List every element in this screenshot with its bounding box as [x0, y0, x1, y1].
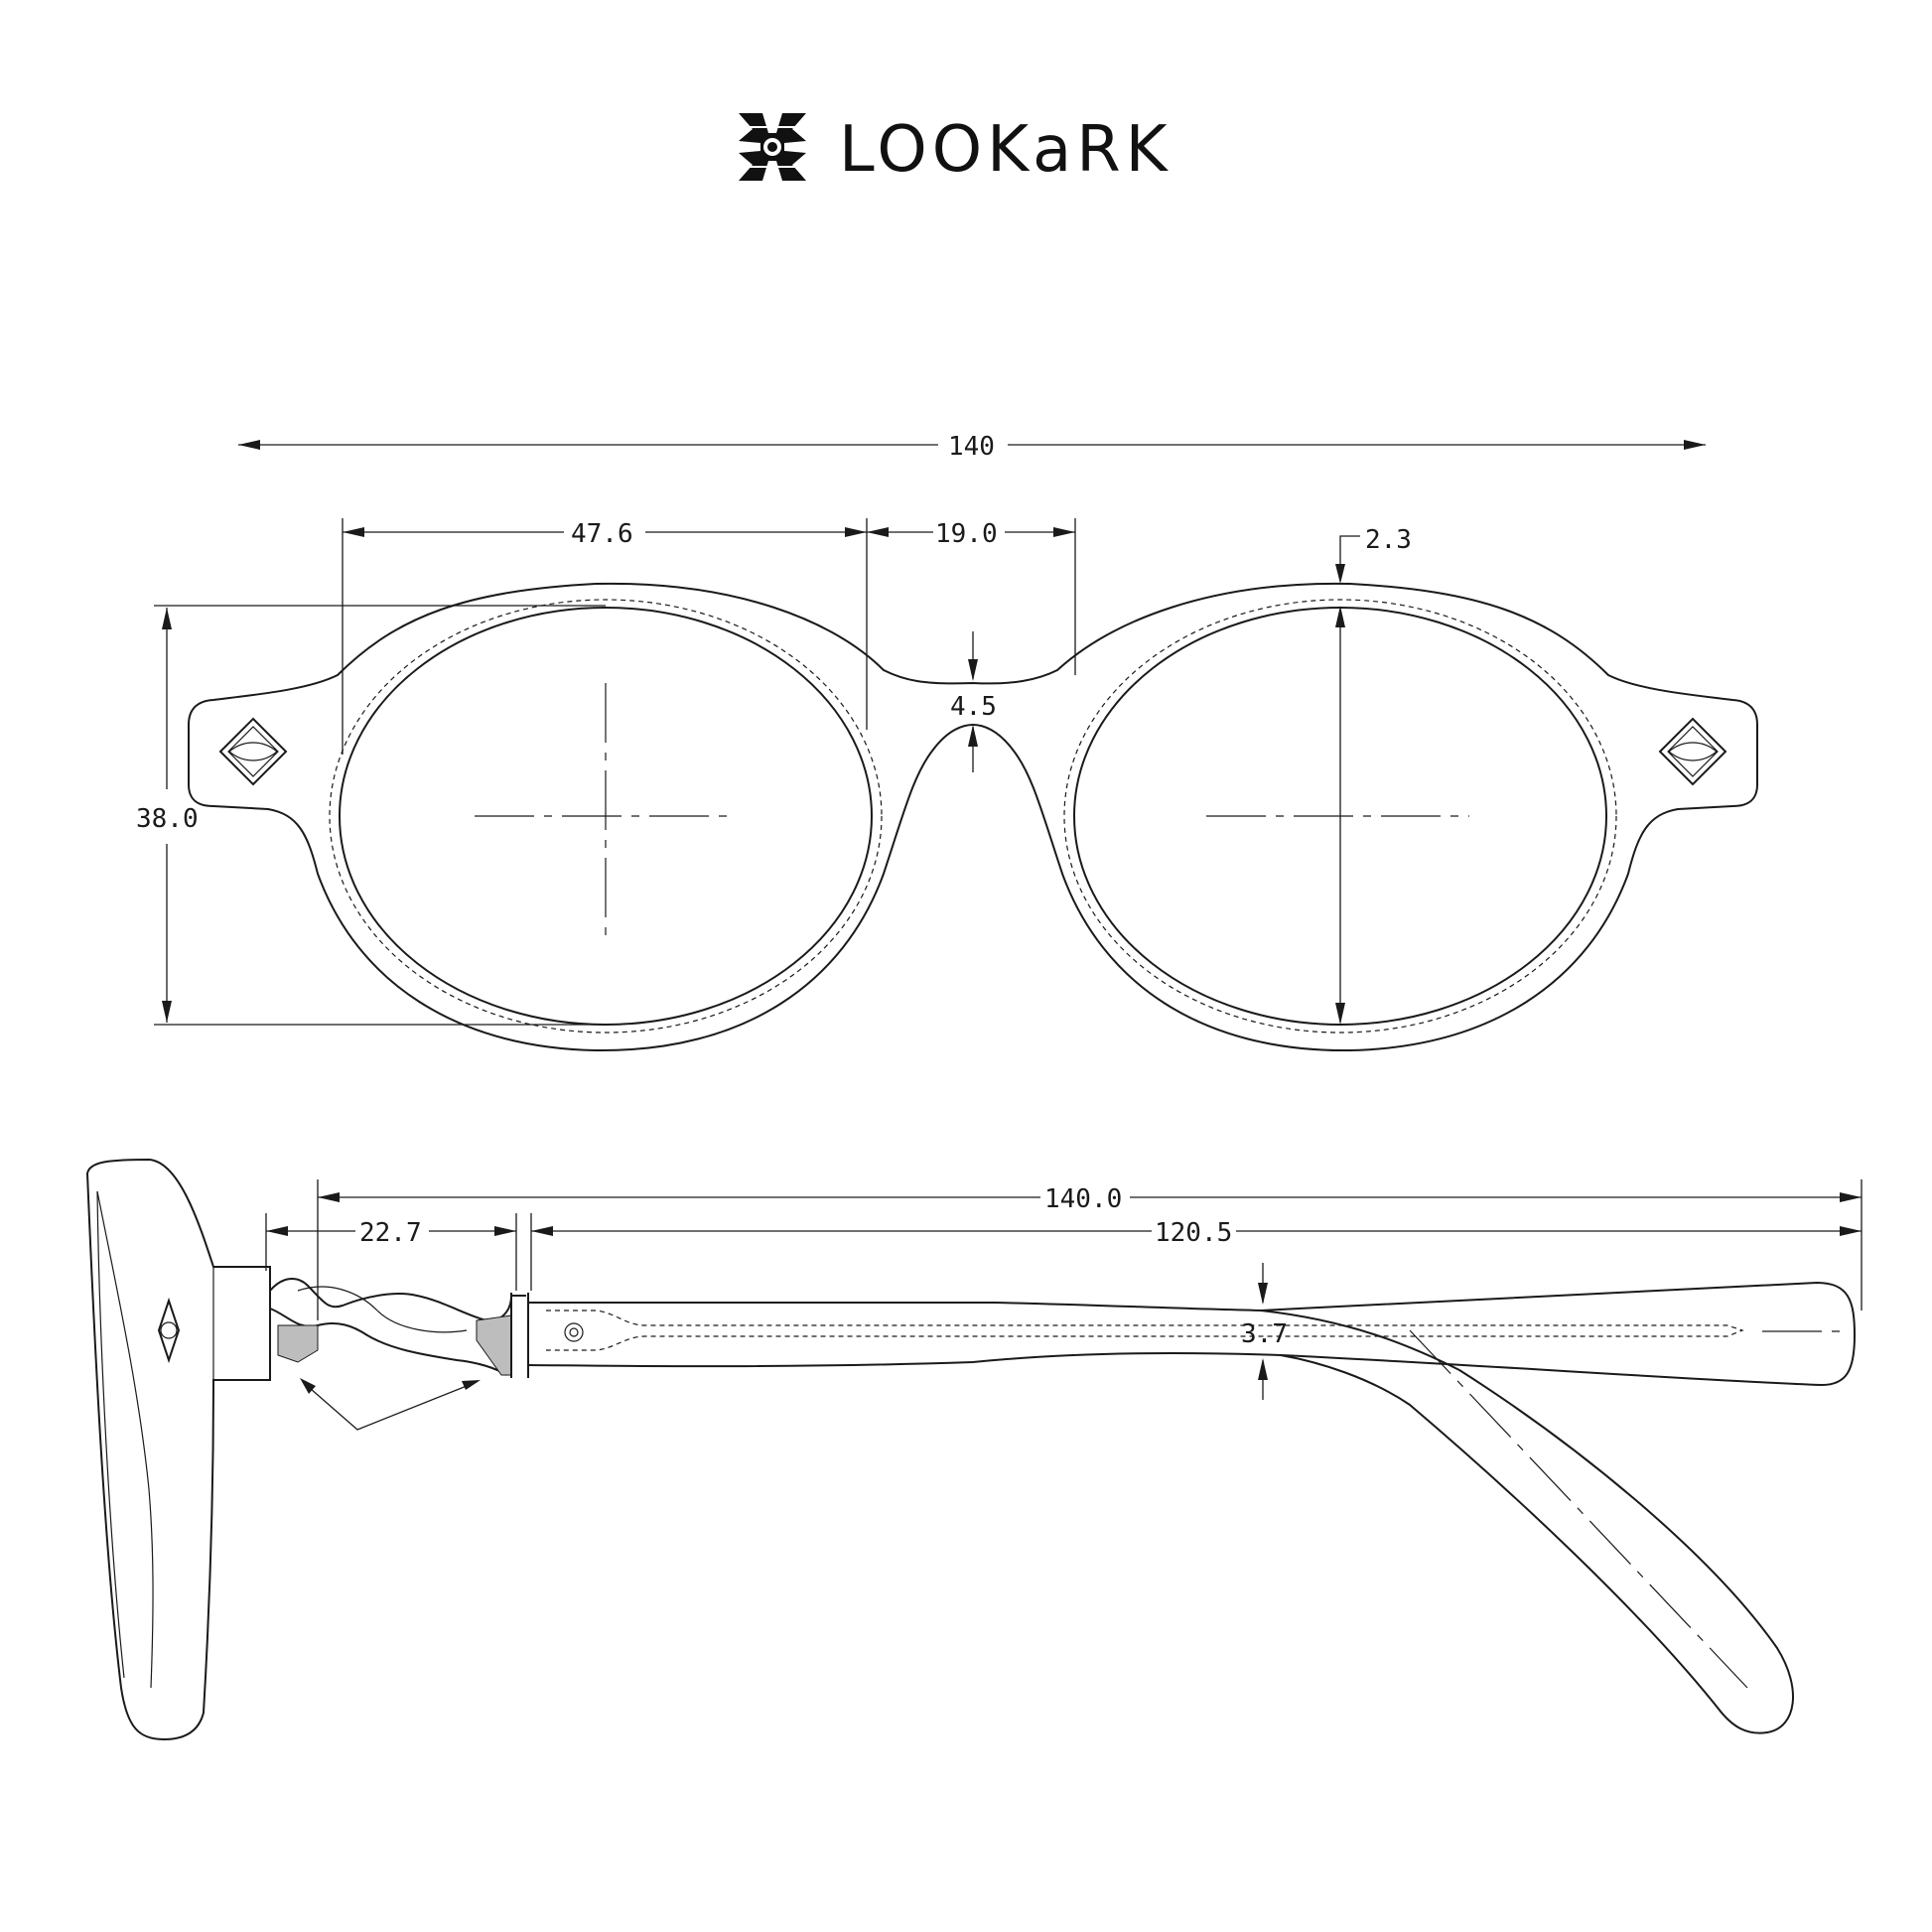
side-view: 140.0 22.7 120.5 3.7 — [85, 1158, 1863, 1741]
temple-arm-straight — [527, 1281, 1857, 1387]
dim-rim-thickness-label: 2.3 — [1365, 525, 1412, 555]
brand-name: LOOKaRK — [839, 113, 1173, 187]
hinge-hatch-left — [277, 1324, 319, 1363]
dim-rim-thickness: 2.3 — [1335, 525, 1412, 1025]
hinge-mechanism — [269, 1278, 529, 1378]
dim-overall-width-label: 140 — [948, 432, 995, 462]
dim-hinge-length: 22.7 — [265, 1213, 517, 1291]
dim-lens-height-label: 38.0 — [136, 804, 199, 834]
temple-rivet-icon — [564, 1322, 584, 1342]
dim-bridge-width: 19.0 — [867, 519, 1075, 549]
right-lens-groove — [1063, 599, 1617, 1034]
temple-core-wire — [546, 1310, 1744, 1351]
dim-temple-thickness: 3.7 — [1241, 1263, 1288, 1400]
brand-header: LOOKaRK — [739, 113, 1173, 187]
dim-lens-width-label: 47.6 — [571, 519, 633, 549]
frame-side-inner — [96, 1190, 154, 1689]
dim-lens-width: 47.6 — [343, 519, 867, 549]
left-hinge-stud — [218, 717, 288, 786]
dim-overall-width: 140 — [238, 432, 1706, 462]
dim-temple-length: 120.5 — [530, 1213, 1862, 1291]
side-hinge-stud — [157, 1297, 181, 1364]
frame-side-profile — [85, 1158, 271, 1741]
dim-hinge-length-label: 22.7 — [359, 1218, 422, 1248]
dim-bridge-height-label: 4.5 — [950, 692, 997, 722]
temple-bent-centerline — [1409, 1329, 1748, 1689]
hinge-hatch-right — [476, 1314, 512, 1376]
dim-overall-length-label: 140.0 — [1044, 1184, 1122, 1214]
temple-arm-bent — [1260, 1310, 1794, 1734]
front-view: 140 47.6 19.0 2.3 — [136, 432, 1758, 1052]
dim-lens-height: 38.0 — [136, 605, 606, 1026]
left-lens-groove — [329, 599, 883, 1034]
hinge-leader — [302, 1381, 478, 1431]
dim-temple-length-label: 120.5 — [1155, 1218, 1232, 1248]
dim-temple-thickness-label: 3.7 — [1241, 1319, 1288, 1349]
dim-bridge-width-label: 19.0 — [935, 519, 998, 549]
frame-side-lens-edge — [96, 1190, 125, 1679]
right-hinge-stud — [1658, 717, 1727, 786]
lookark-emblem-icon — [739, 113, 806, 181]
frame-front-outline — [188, 582, 1758, 1052]
dim-overall-length: 140.0 — [317, 1179, 1863, 1320]
dim-bridge-height: 4.5 — [950, 631, 997, 772]
